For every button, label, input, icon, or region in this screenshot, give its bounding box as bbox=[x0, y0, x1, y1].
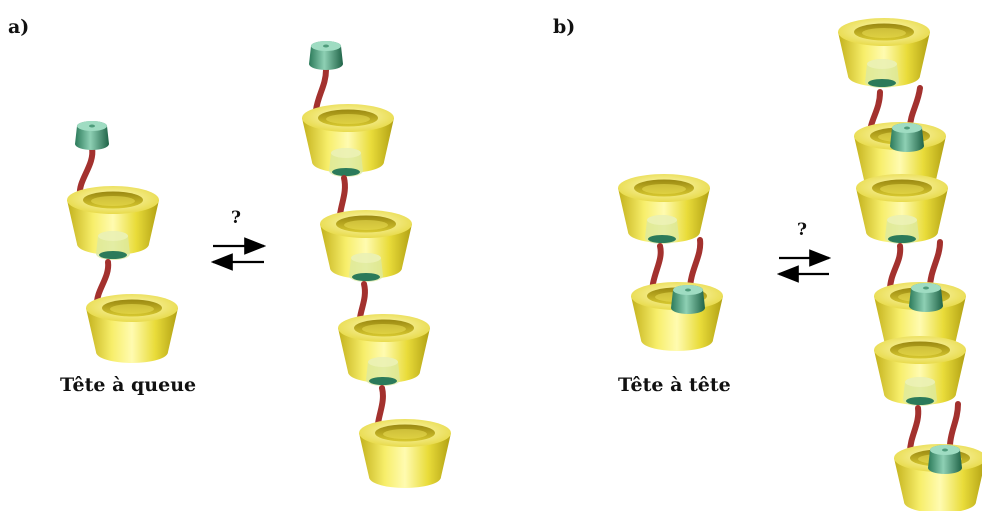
stopper-icon bbox=[890, 123, 924, 152]
stopper-icon bbox=[671, 285, 705, 314]
linker-chain bbox=[907, 405, 922, 455]
equilibrium-arrows bbox=[210, 237, 267, 271]
stopper-icon bbox=[349, 253, 383, 282]
cyclodextrin-cup bbox=[359, 419, 451, 488]
stopper-icon bbox=[75, 121, 109, 150]
stopper-icon bbox=[909, 283, 943, 312]
equilibrium-question-b: ? bbox=[797, 220, 807, 240]
linker-chain bbox=[907, 85, 923, 131]
panel-b-label: b) bbox=[553, 16, 576, 38]
stopper-icon bbox=[329, 148, 363, 177]
caption-head-to-tail: Tête à queue bbox=[60, 374, 197, 396]
stopper-icon bbox=[928, 445, 962, 474]
monomer-head-to-head bbox=[618, 174, 723, 351]
linker-chain bbox=[687, 237, 704, 293]
stopper-icon bbox=[645, 215, 679, 244]
stopper-icon bbox=[366, 357, 400, 386]
stopper-icon bbox=[309, 41, 343, 70]
panel-a-diagram bbox=[67, 41, 451, 488]
monomer-head-to-tail bbox=[67, 121, 178, 363]
stopper-icon bbox=[903, 377, 937, 406]
equilibrium-arrows bbox=[776, 249, 832, 283]
caption-head-to-head: Tête à tête bbox=[618, 374, 731, 396]
linker-chain bbox=[947, 401, 961, 449]
stopper-icon bbox=[885, 215, 919, 244]
panel-a-label: a) bbox=[8, 16, 30, 38]
equilibrium-question-a: ? bbox=[231, 208, 241, 228]
panel-b-diagram bbox=[618, 18, 982, 511]
linker-chain bbox=[927, 239, 943, 291]
linker-chain bbox=[313, 67, 329, 113]
linker-chain bbox=[887, 243, 904, 293]
polymer-head-to-tail bbox=[302, 41, 451, 488]
cyclodextrin-cup bbox=[86, 294, 178, 363]
stopper-icon bbox=[865, 59, 899, 88]
polymer-head-to-head bbox=[838, 18, 982, 511]
stopper-icon bbox=[96, 231, 130, 260]
